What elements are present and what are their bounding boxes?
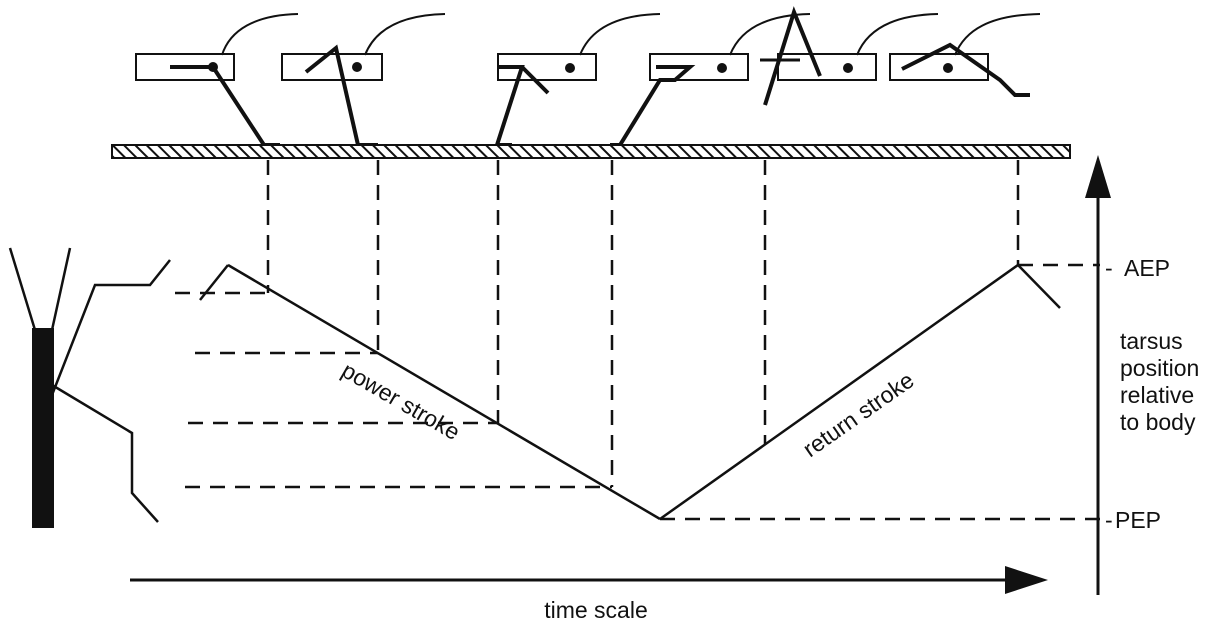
leg-stage-3-icon (494, 13, 661, 147)
leg-stage-6-icon (889, 13, 1041, 97)
power-stroke-label: power stroke (338, 357, 465, 445)
return-stroke-label: return stroke (798, 367, 919, 462)
horizontal-guides (175, 263, 1100, 521)
y-axis-label-line-3: relative (1120, 382, 1194, 408)
ground-bar (111, 144, 1071, 159)
pep-tick: - (1105, 507, 1113, 533)
aep-label: AEP (1124, 255, 1170, 281)
arrow-right-icon (130, 566, 1048, 594)
vertical-guides (266, 160, 1020, 487)
stroke-start-hook (199, 264, 229, 301)
leg-stage-2-icon (281, 13, 446, 147)
y-axis-label-line-2: position (1120, 355, 1199, 381)
stroke-end-hook (1017, 264, 1061, 309)
leg-stage-5-icon (760, 6, 939, 106)
time-axis-label: time scale (544, 597, 648, 623)
aep-tick: - (1105, 255, 1113, 281)
return-stroke-line (659, 263, 1019, 521)
leg-stage-1-icon (135, 13, 299, 147)
arrow-up-icon (1085, 155, 1111, 595)
y-axis-label-line-4: to body (1120, 409, 1196, 435)
pep-label: PEP (1115, 507, 1161, 533)
y-axis-label-line-1: tarsus (1120, 328, 1183, 354)
power-stroke-line (227, 263, 661, 521)
insect-body-side-icon (8, 247, 171, 528)
